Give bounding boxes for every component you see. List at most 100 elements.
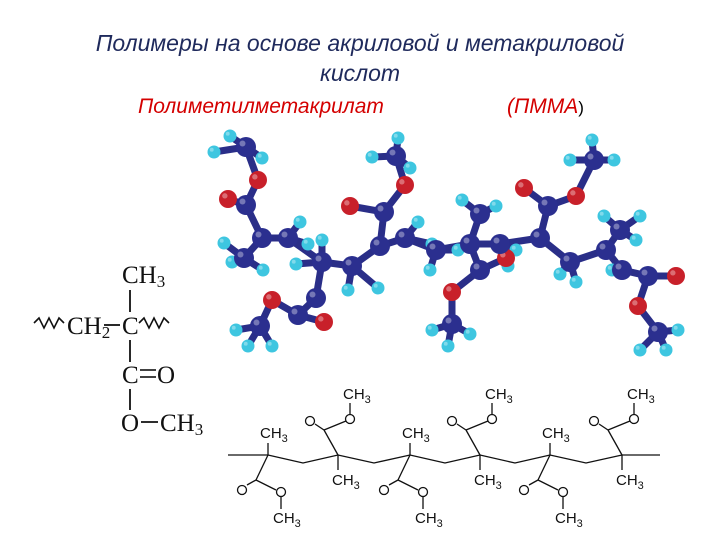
wavy-bond-right [138, 316, 170, 330]
methyl-label: CH3 [474, 472, 502, 492]
oxygen-atom [315, 313, 333, 331]
oxygen-atom [396, 176, 414, 194]
atom-highlight [267, 341, 272, 346]
oxygen-atom [567, 187, 585, 205]
atom-highlight [405, 163, 410, 168]
oxygen-atom [219, 190, 237, 208]
oxygen-symbol [417, 486, 429, 498]
oxygen-symbol [518, 484, 530, 496]
oxygen-symbol [304, 415, 316, 427]
atom-highlight [670, 270, 676, 276]
carbon-atom [442, 314, 462, 334]
atom-highlight [253, 319, 260, 326]
hydrogen-atom [391, 131, 405, 145]
atom-highlight [367, 152, 372, 157]
atom-highlight [599, 211, 604, 216]
carbon-atom [560, 252, 580, 272]
ester-bond [537, 479, 559, 491]
atom-highlight [445, 317, 452, 324]
carbonyl-oxygen: O [157, 362, 175, 389]
carbon-atom [236, 195, 256, 215]
atom-highlight [219, 238, 224, 243]
molecular-model [207, 129, 685, 357]
oxygen-atom [341, 197, 359, 215]
carbonyl-bond [246, 479, 257, 486]
atom-highlight [237, 251, 244, 258]
atom-highlight [317, 235, 322, 240]
carbon-atom [395, 228, 415, 248]
ester-methyl-label: CH3 [485, 386, 513, 406]
hydrogen-atom [241, 339, 255, 353]
atom-highlight [465, 329, 470, 334]
oxygen-symbol [486, 413, 498, 425]
carbon-atom [250, 316, 270, 336]
oxygen-atom [515, 179, 533, 197]
carbon-atom [460, 234, 480, 254]
wavy-bond-left [33, 316, 65, 330]
oxygen-atom [629, 297, 647, 315]
abbreviation-close-paren: ) [578, 98, 584, 117]
atom-highlight [641, 269, 648, 276]
oxygen-symbol [236, 484, 248, 496]
atom-highlight [227, 257, 232, 262]
carbonyl-bond [388, 479, 399, 486]
atom-highlight [315, 255, 322, 262]
hydrogen-atom [255, 151, 269, 165]
hydrogen-atom [371, 281, 385, 295]
chain-backbone [228, 454, 660, 464]
atom-highlight [571, 277, 576, 282]
ester-methyl-label: CH3 [627, 386, 655, 406]
atom-highlight [255, 231, 262, 238]
atom-highlight [651, 325, 658, 332]
atom-highlight [425, 265, 430, 270]
carbon-atom [490, 234, 510, 254]
hydrogen-atom [403, 161, 417, 175]
center-carbon: C [122, 313, 139, 340]
atom-highlight [518, 182, 524, 188]
methyl-label: CH3 [260, 425, 288, 445]
carbon-atom [638, 266, 658, 286]
atom-highlight [318, 316, 324, 322]
atom-highlight [446, 286, 452, 292]
hydrogen-atom [629, 233, 643, 247]
hydrogen-atom [671, 323, 685, 337]
oxygen-atom [667, 267, 685, 285]
atom-highlight [291, 308, 298, 315]
abbreviation-text: (ПММА [507, 95, 579, 118]
ester-bond [465, 420, 489, 431]
hydrogen-atom [463, 327, 477, 341]
hydrogen-atom [455, 193, 469, 207]
atom-highlight [599, 243, 606, 250]
slide-title: Полимеры на основе акриловой и метакрило… [0, 28, 720, 88]
atom-highlight [413, 217, 418, 222]
atom-highlight [225, 131, 230, 136]
atom-highlight [222, 193, 228, 199]
ester-bond [255, 479, 277, 491]
atom-highlight [607, 265, 612, 270]
hydrogen-atom [315, 233, 329, 247]
atom-highlight [343, 285, 348, 290]
ch2-group: CH2 [67, 313, 110, 342]
carbon-atom [374, 202, 394, 222]
atom-highlight [373, 283, 378, 288]
atom-highlight [631, 235, 636, 240]
atom-highlight [393, 133, 398, 138]
atom-highlight [209, 147, 214, 152]
atom-highlight [533, 231, 540, 238]
hydrogen-atom [569, 275, 583, 289]
oxygen-symbol [344, 413, 356, 425]
carbon-atom [530, 228, 550, 248]
ester-bond [397, 479, 419, 491]
hydrogen-atom [293, 215, 307, 229]
atom-highlight [239, 198, 246, 205]
ester-bond [323, 429, 339, 456]
hydrogen-atom [585, 133, 599, 147]
atom-highlight [243, 341, 248, 346]
ester-bond [465, 429, 481, 456]
hydrogen-atom [563, 153, 577, 167]
atom-highlight [344, 200, 350, 206]
carbon-atom [306, 288, 326, 308]
hydrogen-atom [223, 129, 237, 143]
atom-highlight [609, 155, 614, 160]
hydrogen-atom [597, 209, 611, 223]
